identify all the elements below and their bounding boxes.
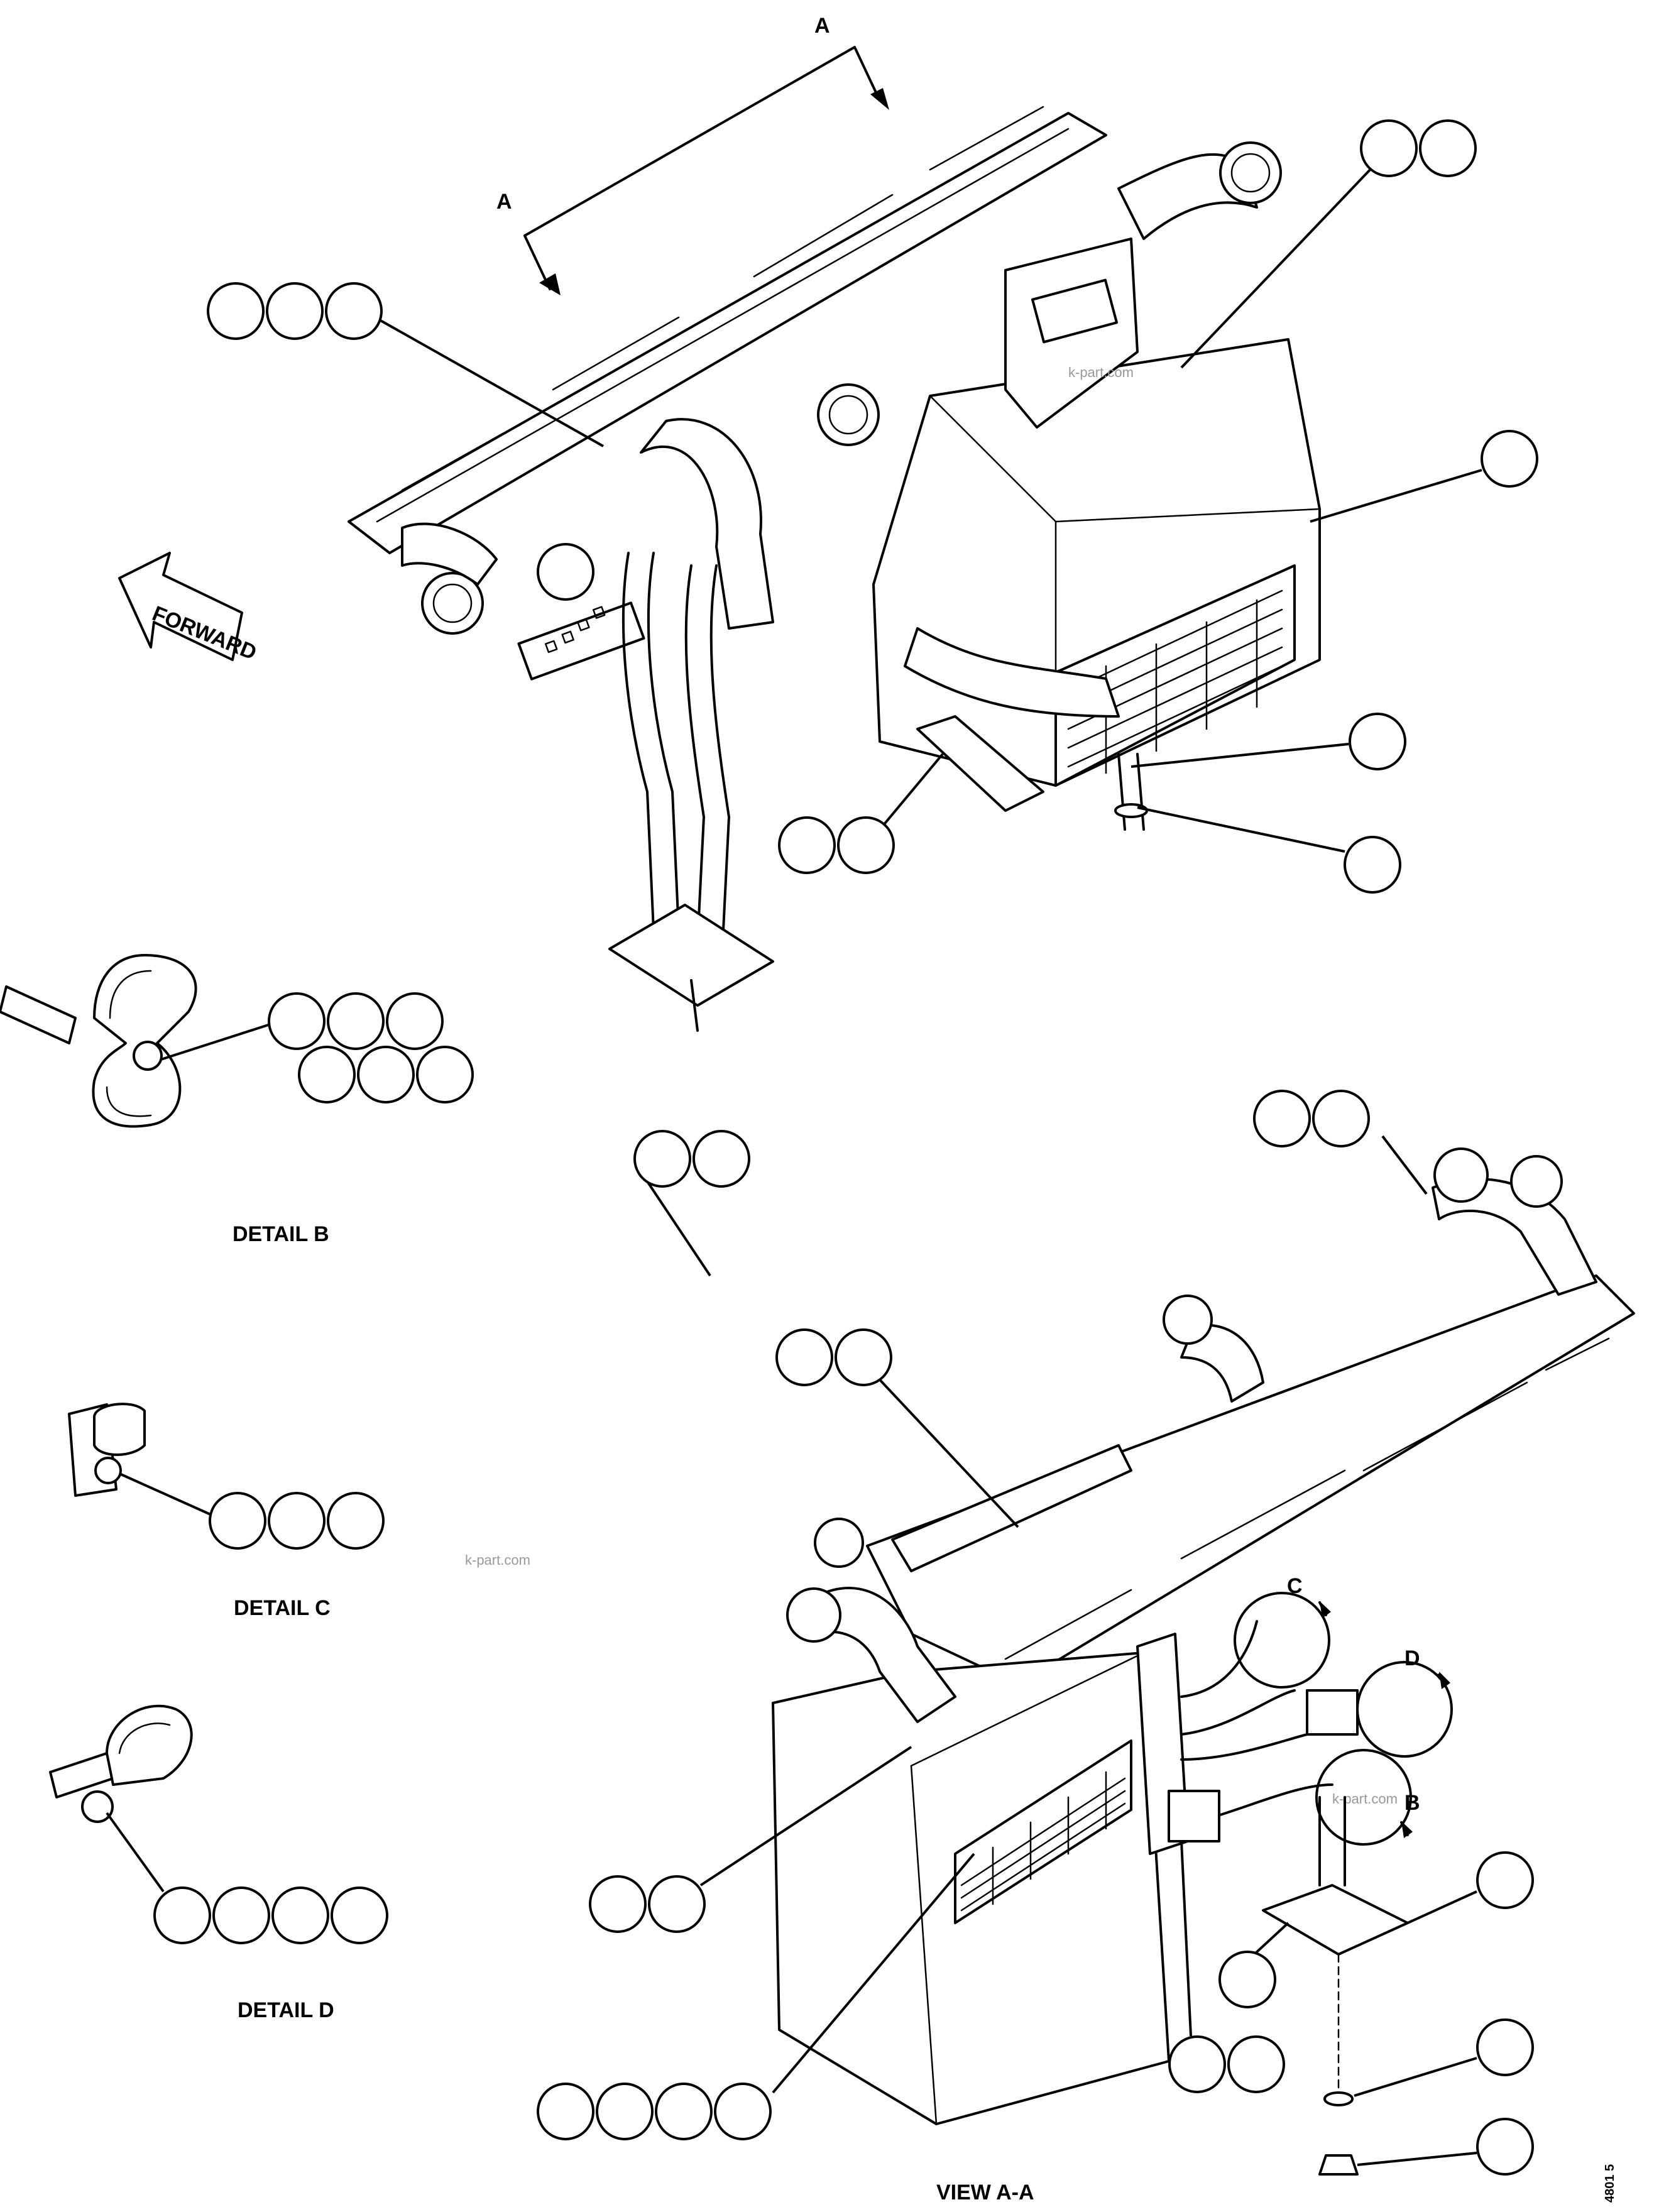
- callout-group-detail-b: [268, 992, 474, 1103]
- callout-group-16: [1357, 2118, 1534, 2176]
- callout-group-12: [1168, 1841, 1285, 2093]
- detail-b-label: DETAIL B: [233, 1222, 329, 1246]
- callout-bubble: [589, 1875, 647, 1933]
- callout-bubble: [775, 1328, 833, 1386]
- callout-bubble: [1253, 1090, 1311, 1147]
- callout-group-8: [1253, 1090, 1428, 1195]
- callout-bubble: [325, 282, 383, 340]
- callout-bubble: [1312, 1090, 1370, 1147]
- callout-group-3: [1310, 430, 1538, 523]
- callout-bubble: [209, 1492, 266, 1550]
- callout-bubble: [153, 1886, 211, 1944]
- callout-group-5: [1137, 806, 1401, 894]
- forward-arrow: FORWARD: [118, 552, 260, 665]
- callout-group-9: [775, 1328, 1019, 1528]
- detail-ref-c: C: [1287, 1574, 1303, 1598]
- detail-d-drawing: [49, 1704, 193, 1893]
- callout-bubble: [416, 1046, 474, 1103]
- detail-b-drawing: [0, 954, 271, 1128]
- detail-c-drawing: [68, 1403, 211, 1516]
- callout-bubble: [207, 282, 265, 340]
- callout-bubble: [327, 992, 385, 1050]
- callout-bubble: [633, 1130, 691, 1188]
- callout-group-15: [1354, 2018, 1534, 2097]
- callout-bubble: [268, 1492, 326, 1550]
- callout-bubble: [1168, 2035, 1226, 2093]
- view-aa-label: VIEW A-A: [936, 2181, 1034, 2204]
- detail-c-label: DETAIL C: [234, 1596, 331, 1620]
- callout-group-detail-c: [209, 1492, 385, 1550]
- callout-group-4: [1131, 713, 1406, 770]
- callout-bubble: [596, 2083, 654, 2140]
- callout-bubble: [1227, 2035, 1285, 2093]
- callout-bubble: [357, 1046, 415, 1103]
- callout-bubble: [1360, 119, 1418, 177]
- callout-bubble: [386, 992, 444, 1050]
- callout-group-6: [778, 753, 944, 874]
- watermark: k-part.com: [1332, 1791, 1398, 1807]
- callout-bubble: [1419, 119, 1477, 177]
- callout-bubble: [648, 1875, 706, 1933]
- view-aa-assembly: [772, 1147, 1635, 2176]
- callout-bubble: [693, 1130, 750, 1188]
- callout-bubble: [655, 2083, 713, 2140]
- callout-group-14: [1407, 1851, 1534, 1924]
- detail-ref-b: B: [1404, 1791, 1420, 1815]
- callout-bubble: [537, 2083, 594, 2140]
- callout-bubble: [1476, 1851, 1534, 1909]
- callout-bubble: [331, 1886, 388, 1944]
- callout-bubble: [212, 1886, 270, 1944]
- callout-group-7: [633, 1130, 750, 1277]
- callout-group-13: [1218, 1922, 1289, 2008]
- section-a-label-left: A: [496, 190, 512, 214]
- callout-bubble: [268, 992, 326, 1050]
- callout-bubble: [1481, 430, 1538, 488]
- callout-bubble: [837, 816, 895, 874]
- callout-bubble: [1349, 713, 1406, 770]
- callout-bubble: [298, 1046, 356, 1103]
- callout-bubble: [1476, 2018, 1534, 2076]
- figure-number: 4801 5: [1603, 2164, 1617, 2203]
- section-a-label-top: A: [814, 14, 830, 38]
- callout-bubble: [835, 1328, 892, 1386]
- callout-bubble: [327, 1492, 385, 1550]
- watermark: k-part.com: [1068, 364, 1134, 380]
- callout-group-11: [537, 1853, 975, 2140]
- callout-group-10: [589, 1746, 912, 1933]
- callout-bubble: [778, 816, 836, 874]
- callout-group-2: [1180, 119, 1477, 369]
- watermark: k-part.com: [465, 1552, 530, 1568]
- callout-bubble: [266, 282, 324, 340]
- detail-ref-d: D: [1404, 1646, 1420, 1670]
- callout-bubble: [271, 1886, 329, 1944]
- callout-group-detail-d: [153, 1886, 388, 1944]
- callout-bubble: [1344, 836, 1401, 894]
- heater-assembly-top: [348, 46, 1321, 1032]
- detail-d-label: DETAIL D: [238, 1998, 334, 2022]
- callout-group-1: [207, 282, 604, 447]
- callout-bubble: [714, 2083, 772, 2140]
- callout-bubble: [1218, 1951, 1276, 2008]
- callout-bubble: [1476, 2118, 1534, 2176]
